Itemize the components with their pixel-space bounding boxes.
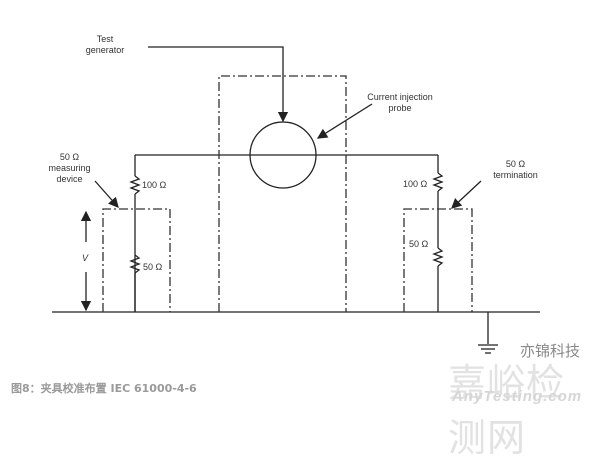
label-line: 50 Ω xyxy=(59,152,80,162)
watermark-site-en: AnyTesting.com xyxy=(452,388,583,405)
label-line: Test xyxy=(96,34,114,44)
label-line: Current injection xyxy=(367,92,433,102)
current-probe-label: Current injection probe xyxy=(355,92,445,114)
generator-line xyxy=(148,46,289,123)
label-line: probe xyxy=(388,103,412,113)
watermark-logo-text: 亦锦科技 xyxy=(520,342,581,360)
right-100-ohm-label: 100 Ω xyxy=(403,179,428,189)
measuring-device-label: 50 Ω measuring device xyxy=(42,152,97,185)
label-line: termination xyxy=(493,170,538,180)
label-line: device xyxy=(56,174,83,184)
termination-label: 50 Ω termination xyxy=(483,159,548,181)
figure-caption: 图8：夹具校准布置 IEC 61000-4-6 xyxy=(11,382,197,395)
termination-box xyxy=(403,208,473,312)
label-line: 50 Ω xyxy=(505,159,526,169)
resistor-left-50 xyxy=(129,254,141,274)
resistor-left-100 xyxy=(129,175,141,195)
test-generator-label: Test generator xyxy=(80,34,130,56)
label-line: generator xyxy=(85,45,125,55)
left-100-ohm-label: 100 Ω xyxy=(142,180,167,190)
right-50-ohm-label: 50 Ω xyxy=(409,239,429,249)
left-50-ohm-label: 50 Ω xyxy=(143,262,163,272)
circuit-diagram xyxy=(52,46,540,354)
label-line: measuring xyxy=(48,163,91,173)
resistor-right-100 xyxy=(432,172,444,192)
watermark-site-cn: 嘉峪检测网 xyxy=(448,361,566,460)
measuring-device-box xyxy=(102,208,171,312)
voltage-label: V xyxy=(82,253,89,263)
resistor-right-50 xyxy=(432,247,444,267)
eut-boundary-box xyxy=(218,75,347,312)
